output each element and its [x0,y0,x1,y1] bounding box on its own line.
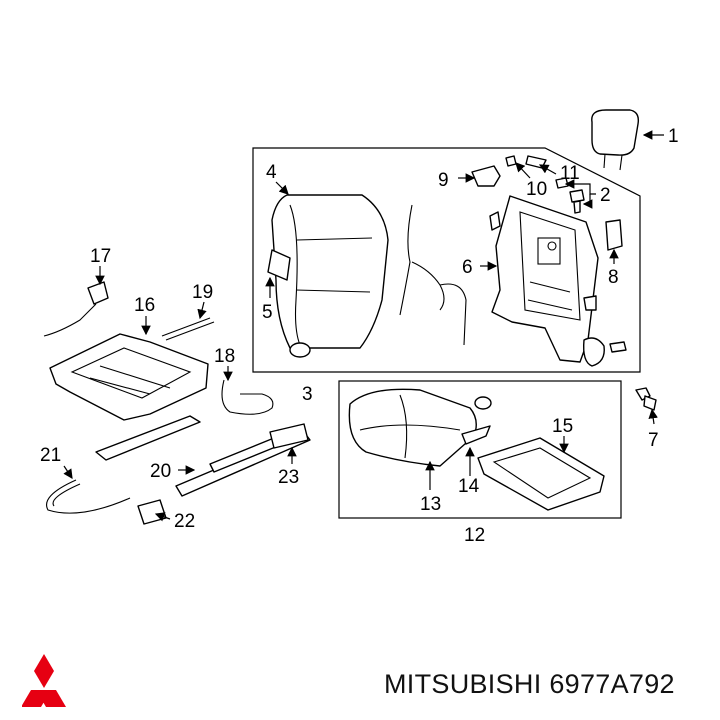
label-5: 5 [262,302,273,323]
release-cable [399,204,467,346]
three-diamonds-icon [22,654,66,707]
label-17: 17 [90,246,111,267]
label-6: 6 [462,257,473,278]
label-7: 7 [648,430,659,451]
seat-back-assembly-box [252,147,641,373]
recliner-cover [582,337,605,367]
label-11: 11 [560,163,580,184]
trim-ring [289,342,311,358]
cushion-pan [477,437,605,511]
guide-bushing [489,211,501,231]
label-14: 14 [458,476,480,497]
label-21: 21 [40,445,61,466]
recliner-bolt [609,341,627,353]
part-number: 6977A792 [549,669,675,699]
screw-near-9 [505,155,517,167]
seat-lower-frame [49,333,209,421]
label-13: 13 [420,494,441,515]
headrest [591,109,640,171]
rail-cover [137,499,167,525]
label-22: 22 [174,511,195,532]
label-16: 16 [134,295,155,316]
label-9: 9 [438,170,449,191]
seat-cushion [348,388,477,467]
brand-caption: MITSUBISHI 6977A792 [384,669,675,700]
label-19: 19 [192,282,213,303]
label-10: 10 [526,179,547,200]
bolt-7 [635,387,657,411]
stopper-pad [583,295,597,311]
link-rod [161,317,215,341]
part-labels: 1 2 3 4 5 6 7 8 9 10 11 12 13 14 15 16 1… [40,126,679,546]
label-3: 3 [302,384,313,405]
release-handle [605,219,623,251]
label-2: 2 [600,185,611,206]
bolt-2b [573,200,581,214]
label-12: 12 [464,525,485,546]
label-15: 15 [552,416,573,437]
label-20: 20 [150,461,171,482]
bolt-2 [569,189,585,203]
cable-18 [221,379,274,415]
seat-back-frame [491,195,599,363]
label-1: 1 [668,126,679,147]
lever-cable [43,281,109,337]
cushion-ring [474,396,492,410]
label-23: 23 [278,467,299,488]
brand-name: MITSUBISHI [384,669,542,699]
label-4: 4 [266,162,277,183]
bracket-9 [471,165,501,187]
cushion-clip [461,425,491,445]
wire-21 [46,479,131,514]
leader-lines [63,130,664,522]
seat-back-cover [267,194,389,349]
seat-cushion-assembly-box [338,380,622,519]
label-8: 8 [608,267,619,288]
rail-bracket [269,423,309,449]
label-18: 18 [214,346,235,367]
